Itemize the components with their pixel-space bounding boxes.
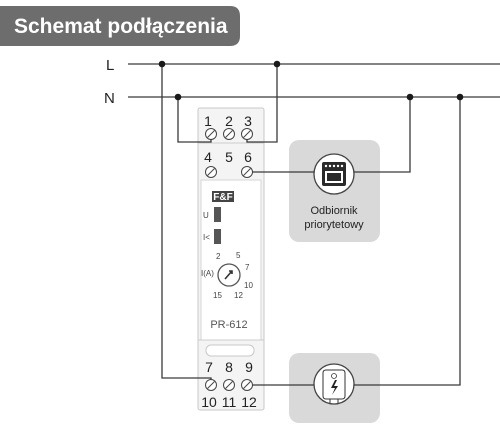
screw-terminal-6 [241, 166, 253, 178]
priority-load-label-line2: priorytetowy [304, 219, 364, 231]
terminal-label: 4 [204, 149, 212, 165]
dial-value: 7 [245, 263, 250, 272]
brand-logo: F&F [212, 191, 234, 203]
oven-icon [313, 153, 355, 195]
current-dial: I(A) 2 5 7 10 12 15 [201, 251, 253, 300]
terminal-label: 9 [245, 359, 253, 375]
terminal-label: 6 [244, 149, 252, 165]
device-front-panel [200, 179, 262, 341]
dial-value: 15 [213, 291, 222, 300]
wires [161, 64, 461, 386]
screw-terminal-11 [223, 379, 235, 391]
junction-dot [273, 60, 281, 68]
title-banner: Schemat podłączenia [0, 6, 240, 46]
relay-device: F&F U I< I(A) 2 5 7 10 12 15 PR-612 1 2 … [197, 107, 265, 411]
priority-load-card: Odbiornik priorytetowy [289, 140, 380, 242]
dial-value: 12 [234, 291, 243, 300]
wire-second-load-to-n [354, 97, 461, 386]
dial-value: 2 [216, 252, 221, 261]
wire-l-to-terminal-3 [246, 64, 278, 143]
device-slot [205, 344, 255, 357]
second-load-card [289, 353, 380, 423]
terminal-label: 2 [225, 113, 233, 129]
indicator-u-label: U [203, 211, 209, 220]
priority-load-label-line1: Odbiornik [310, 205, 358, 217]
wire-n-to-terminal-1 [177, 97, 212, 143]
title-background [0, 6, 240, 46]
wire-l-to-terminal-10 [161, 64, 212, 380]
junction-nodes [158, 60, 464, 101]
screw-terminal-4 [205, 166, 217, 178]
terminal-label: 5 [225, 149, 233, 165]
brand-text: F&F [213, 192, 232, 203]
terminal-label: 8 [225, 359, 233, 375]
junction-dot [406, 93, 414, 101]
screw-terminal-3 [241, 128, 253, 140]
terminal-screws [205, 128, 253, 391]
indicator-u-led [214, 207, 221, 222]
terminal-label: 3 [244, 113, 252, 129]
screw-terminal-1 [205, 128, 217, 140]
dial-value: 10 [244, 281, 253, 290]
screw-terminal-10 [205, 379, 217, 391]
screw-terminal-2 [223, 128, 235, 140]
junction-dot [158, 60, 166, 68]
terminal-labels-bottom: 7 8 9 10 11 12 [201, 359, 257, 410]
indicator-i-led [214, 229, 221, 244]
terminal-label: 7 [205, 359, 213, 375]
junction-dot [456, 93, 464, 101]
terminal-label: 12 [241, 394, 257, 410]
dial-label: I(A) [201, 269, 214, 278]
water-heater-icon [313, 363, 355, 405]
terminal-label: 11 [222, 394, 237, 410]
indicator-i-label: I< [203, 233, 210, 242]
terminal-label: 10 [201, 394, 217, 410]
line-label-l: L [106, 57, 114, 74]
terminal-label: 1 [204, 113, 212, 129]
screw-terminal-12 [241, 379, 253, 391]
line-label-n: N [104, 90, 115, 107]
page-title: Schemat podłączenia [14, 15, 228, 38]
dial-value: 5 [236, 251, 241, 260]
junction-dot [174, 93, 182, 101]
model-label: PR-612 [210, 319, 247, 331]
wire-priority-load-to-n [354, 97, 411, 173]
terminal-labels-top: 1 2 3 4 5 6 [204, 113, 252, 165]
